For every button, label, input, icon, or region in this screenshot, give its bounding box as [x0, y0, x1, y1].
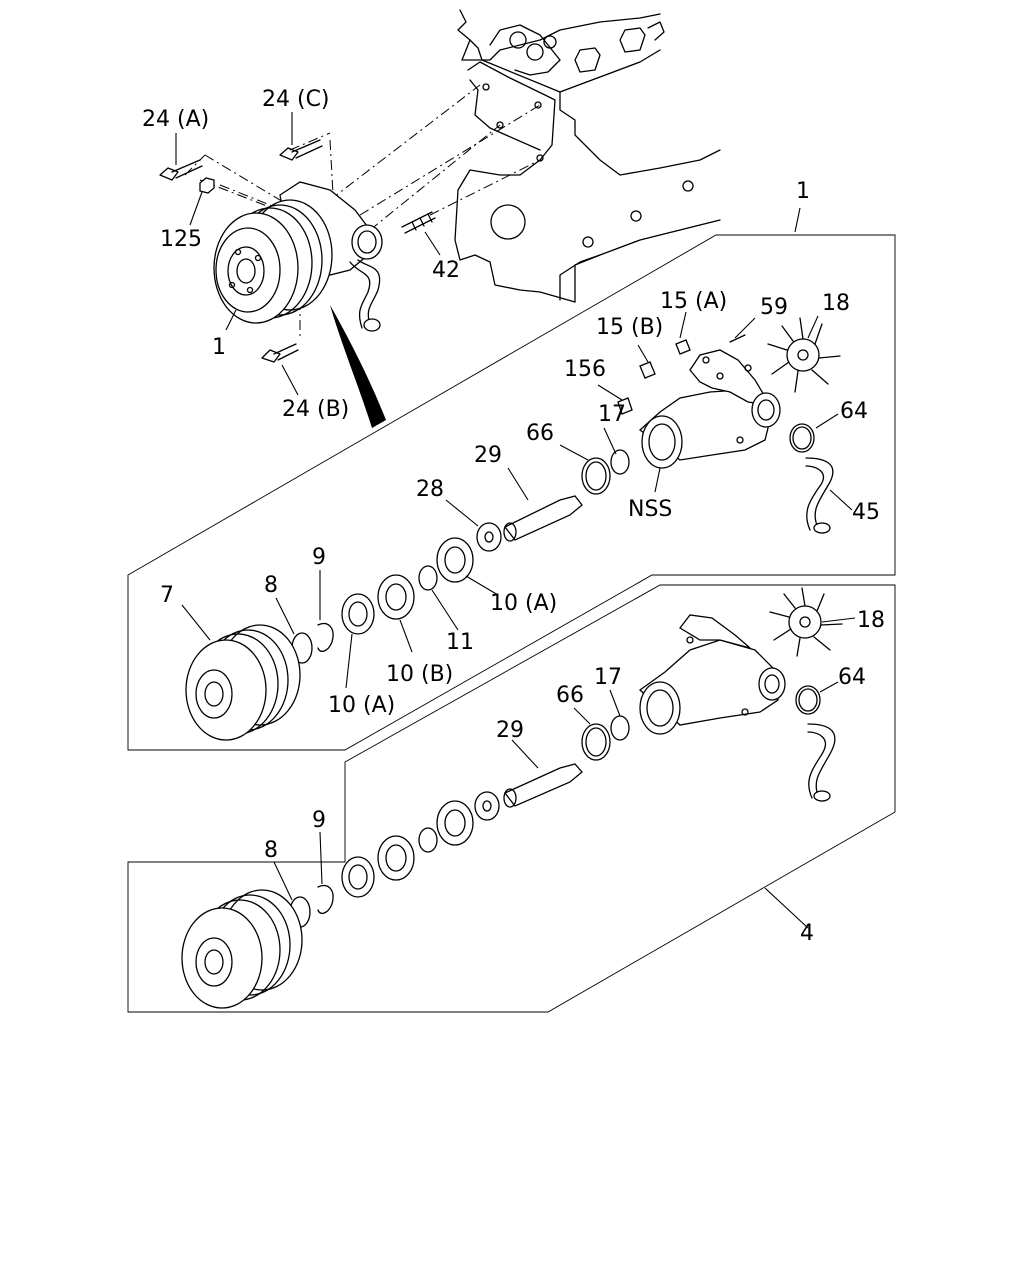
label-11: 11: [446, 630, 474, 655]
label-66-middle: 66: [526, 421, 554, 446]
label-24a: 24 (A): [142, 107, 209, 132]
pulley-bottom: [181, 889, 303, 1009]
label-64-bottom: 64: [838, 665, 866, 690]
label-7: 7: [160, 583, 174, 608]
impeller-fan-18-middle: [767, 317, 841, 393]
label-18-middle: 18: [822, 291, 850, 316]
label-9-bottom: 9: [312, 808, 326, 833]
engine-block: [454, 9, 721, 303]
label-nss: NSS: [628, 497, 672, 522]
label-29-middle: 29: [474, 443, 502, 468]
pulley-7: [185, 624, 301, 741]
label-10a-right: 10 (A): [490, 591, 557, 616]
label-1-kit: 1: [796, 179, 810, 204]
label-42: 42: [432, 258, 460, 283]
label-17-middle: 17: [598, 402, 626, 427]
frame-kit-1: [127, 234, 896, 751]
middle-pump-housing: [617, 334, 834, 534]
label-156: 156: [564, 357, 606, 382]
leader-lines: [175, 112, 856, 929]
label-45: 45: [852, 500, 880, 525]
label-10a-left: 10 (A): [328, 693, 395, 718]
label-15b: 15 (B): [596, 315, 663, 340]
bottom-shaft-parts: [289, 715, 630, 928]
label-17-bottom: 17: [594, 665, 622, 690]
label-64-middle: 64: [840, 399, 868, 424]
label-8-bottom: 8: [264, 838, 278, 863]
label-66-bottom: 66: [556, 683, 584, 708]
impeller-fan-18-bottom: [769, 587, 843, 657]
callout-wedge: [330, 305, 386, 428]
label-125: 125: [160, 227, 202, 252]
label-18-bottom: 18: [857, 608, 885, 633]
bottom-pump-housing: [638, 614, 836, 802]
label-4-kit: 4: [800, 921, 814, 946]
middle-shaft-parts: [291, 449, 630, 664]
label-59: 59: [760, 295, 788, 320]
label-15a: 15 (A): [660, 289, 727, 314]
label-10b: 10 (B): [386, 662, 453, 687]
label-1-top: 1: [212, 335, 226, 360]
label-24b: 24 (B): [282, 397, 349, 422]
label-24c: 24 (C): [262, 87, 330, 112]
label-8-middle: 8: [264, 573, 278, 598]
label-28: 28: [416, 477, 444, 502]
part-labels: 24 (A) 24 (C) 125 42 1 24 (B) 1 15 (A) 1…: [142, 87, 885, 946]
label-29-bottom: 29: [496, 718, 524, 743]
label-9-middle: 9: [312, 545, 326, 570]
top-water-pump-assembly: [159, 139, 436, 363]
frame-kit-4: [127, 584, 896, 1013]
